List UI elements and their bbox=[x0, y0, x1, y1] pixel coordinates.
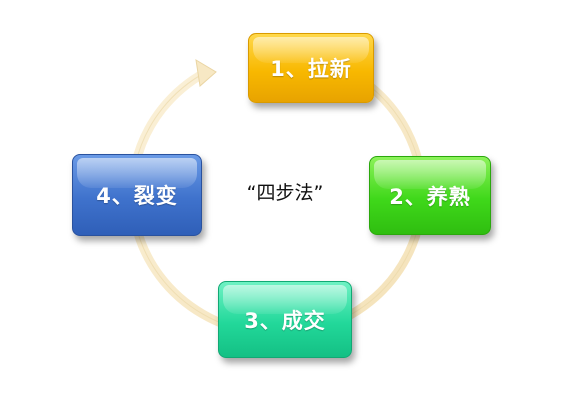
center-title: “四步法” bbox=[246, 182, 324, 204]
step-label-convert: 3、成交 bbox=[244, 308, 326, 333]
cycle-arrowhead bbox=[195, 59, 217, 87]
step-label-acquire: 1、拉新 bbox=[270, 57, 352, 81]
step-label-nurture: 2、养熟 bbox=[389, 184, 471, 209]
step-box-acquire: 1、拉新 bbox=[248, 33, 374, 103]
step-label-referral: 4、裂变 bbox=[96, 184, 178, 208]
step-box-nurture: 2、养熟 bbox=[369, 156, 491, 235]
step-box-referral: 4、裂变 bbox=[72, 154, 202, 236]
step-box-convert: 3、成交 bbox=[218, 281, 352, 358]
